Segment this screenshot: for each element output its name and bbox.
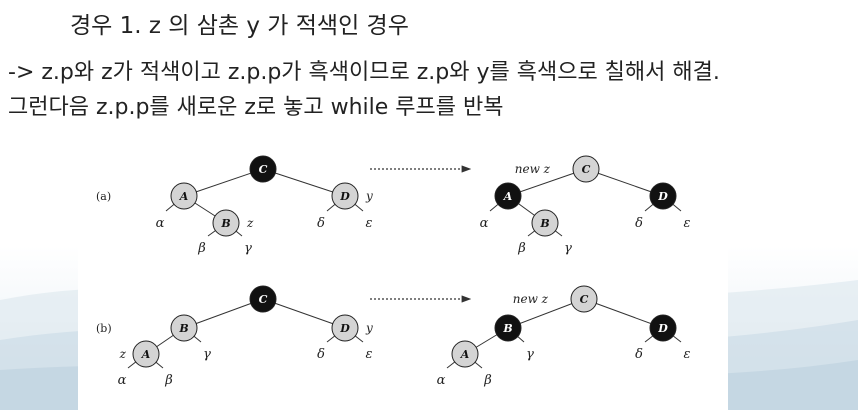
b-after-node-A (451, 340, 479, 368)
a-before-node-label-B: B (220, 217, 230, 230)
a-after-subtree-label: γ (564, 241, 572, 256)
a-before-subtree-label: α (156, 216, 165, 231)
a-before-node-label-C: C (259, 163, 268, 176)
b-after-subtree-label: δ (635, 347, 643, 362)
b-before-side-label-D: y (365, 321, 373, 335)
b-after-subtree-label: γ (526, 347, 534, 362)
a-after-subtree-label: ε (684, 216, 691, 231)
case-title: 경우 1. z 의 삼촌 y 가 적색인 경우 (70, 13, 409, 39)
a-before-node-C (249, 155, 277, 183)
a-after-edge-C-A (507, 168, 587, 197)
a-before-subtree-label: β (197, 241, 206, 256)
case-explanation: -> z.p와 z가 적색이고 z.p.p가 흑색이므로 z.p와 y를 흑색으… (8, 60, 720, 85)
b-before-node-label-B: B (178, 322, 188, 335)
a-after-node-label-D: D (657, 190, 668, 203)
b-before-node-B (170, 314, 198, 342)
b-after-node-label-B: B (502, 322, 512, 335)
b-before-subtree-label: δ (317, 347, 325, 362)
b-before-subtree-label: ε (366, 347, 373, 362)
b-after-subtree-label: α (437, 373, 446, 388)
a-after-edge-C-D (585, 168, 664, 197)
a-after-subtree-label: α (480, 216, 489, 231)
a-after-node-A (494, 182, 522, 210)
b-before-edge-C-D (262, 298, 346, 329)
b-after-node-label-C: C (580, 293, 589, 306)
b-after-subtree-label: β (483, 373, 492, 388)
b-before-subtree-label: β (164, 373, 173, 388)
a-before-subtree-label: δ (317, 216, 325, 231)
a-after-node-label-C: C (582, 163, 591, 176)
b-before-node-label-A: A (141, 348, 151, 361)
b-after-edge-C-B (507, 298, 585, 329)
b-before-prefix-label-A: z (119, 347, 127, 361)
b-after-node-D (649, 314, 677, 342)
b-before-node-label-D: D (339, 322, 350, 335)
b-before-subtree-label: α (118, 373, 127, 388)
a-after-node-D (649, 182, 677, 210)
b-after-prefix-label-C: new z (513, 292, 549, 306)
b-after-node-C (570, 285, 598, 313)
a-after-node-label-A: A (503, 190, 513, 203)
a-after-subtree-label: β (517, 241, 526, 256)
a-before-side-label-B: z (246, 216, 254, 230)
b-before-node-C (249, 285, 277, 313)
b-before-node-A (132, 340, 160, 368)
part-b-label: (b) (96, 322, 112, 335)
a-before-node-A (170, 182, 198, 210)
a-after-prefix-label-C: new z (515, 162, 551, 176)
a-before-subtree-label: γ (244, 241, 252, 256)
b-after-node-label-D: D (657, 322, 668, 335)
a-before-side-label-D: y (365, 189, 373, 203)
a-after-node-C (572, 155, 600, 183)
a-before-edge-C-A (183, 168, 264, 197)
case-followup: 그런다음 z.p.p를 새로운 z로 놓고 while 루프를 반복 (8, 95, 504, 120)
b-after-node-label-A: A (460, 348, 470, 361)
b-after-subtree-label: ε (684, 347, 691, 362)
b-before-node-D (331, 314, 359, 342)
a-after-node-B (531, 209, 559, 237)
b-before-node-label-C: C (259, 293, 268, 306)
b-after-node-B (494, 314, 522, 342)
a-before-edge-C-D (262, 168, 346, 197)
a-before-node-label-A: A (179, 190, 189, 203)
a-before-node-D (331, 182, 359, 210)
b-before-subtree-label: γ (203, 347, 211, 362)
b-before-edge-C-B (183, 298, 264, 329)
part-a-label: (a) (96, 190, 111, 203)
a-after-node-label-B: B (539, 217, 549, 230)
a-before-node-B (212, 209, 240, 237)
a-before-node-label-D: D (339, 190, 350, 203)
a-after-subtree-label: δ (635, 216, 643, 231)
b-after-edge-C-D (583, 298, 664, 329)
a-before-subtree-label: ε (366, 216, 373, 231)
